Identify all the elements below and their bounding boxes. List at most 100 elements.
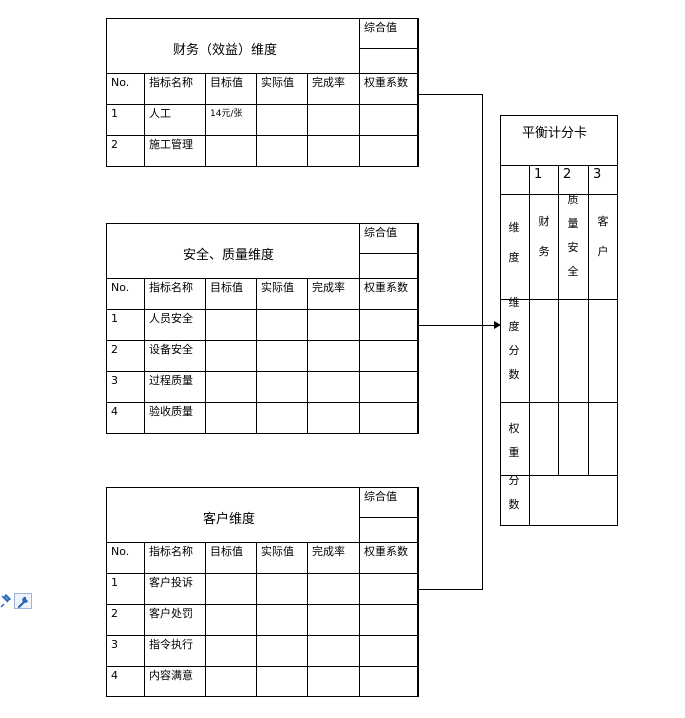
customer-row2-name: 客户处罚 [144,604,206,636]
scorecard-weight-label: 权 重 [508,422,520,459]
financial-title: 财务（效益）维度 [173,43,278,58]
safety-row1-actual [256,309,308,341]
pin-icon[interactable] [0,593,12,608]
safety-table: 安全、质量维度 综合值 No. 指标名称 目标值 实际值 完成率 权重系数 1 … [106,223,419,434]
financial-row2-weight [359,135,419,167]
customer-row4-rate [307,666,360,697]
customer-row1-actual [256,573,308,605]
safety-row2-target [205,340,257,372]
safety-row1-name: 人员安全 [144,309,206,341]
customer-composite-label: 综合值 [359,487,419,518]
customer-row2-weight [359,604,419,636]
customer-header-weight: 权重系数 [359,542,419,574]
financial-table: 财务（效益）维度 综合值 No. 指标名称 目标值 实际值 完成率 权重系数 1… [106,18,419,167]
scorecard-weight-score-label: 分 数 [508,474,520,511]
customer-header-target: 目标值 [205,542,257,574]
scorecard-col3-name: 客 户 [597,215,609,258]
scorecard-total-value [529,475,618,526]
customer-row3-rate [307,635,360,667]
financial-row2-rate [307,135,360,167]
scorecard-corner [500,165,530,195]
scorecard-col3-number: 3 [588,165,618,195]
customer-header-no: No. [106,542,145,574]
scorecard-table: 平衡计分卡 1 2 3 维 度 财 务 质 量 安 全 客 户 维 度 分 数 [500,115,618,526]
financial-row1-no: 1 [106,104,145,136]
safety-row4-actual [256,402,308,434]
customer-row3-weight [359,635,419,667]
scorecard-col2-name: 质 量 安 全 [567,193,579,278]
safety-header-no: No. [106,278,145,310]
financial-row1-weight [359,104,419,136]
financial-header-rate: 完成率 [307,73,360,105]
scorecard-col1-name: 财 务 [538,215,550,258]
scorecard-score-label: 维 度 分 数 [508,296,520,381]
safety-row1-rate [307,309,360,341]
customer-row2-rate [307,604,360,636]
safety-row3-weight [359,371,419,403]
customer-row4-actual [256,666,308,697]
scorecard-col2-score [558,299,589,403]
safety-row3-no: 3 [106,371,145,403]
safety-row3-target [205,371,257,403]
customer-row2-actual [256,604,308,636]
customer-header-actual: 实际值 [256,542,308,574]
safety-header-rate: 完成率 [307,278,360,310]
scorecard-title: 平衡计分卡 [522,126,588,141]
financial-header-name: 指标名称 [144,73,206,105]
customer-row4-no: 4 [106,666,145,697]
safety-title: 安全、质量维度 [183,248,275,263]
connector-vertical [482,94,483,590]
customer-row3-target [205,635,257,667]
customer-composite-value [359,517,419,543]
connector-customer [418,589,482,590]
financial-composite-label: 综合值 [359,18,419,49]
customer-title: 客户维度 [203,512,256,527]
financial-header-weight: 权重系数 [359,73,419,105]
wrench-icon[interactable] [14,593,32,609]
customer-row1-no: 1 [106,573,145,605]
financial-row2-no: 2 [106,135,145,167]
customer-row4-name: 内容满意 [144,666,206,697]
financial-row1-actual [256,104,308,136]
financial-header-no: No. [106,73,145,105]
customer-header-name: 指标名称 [144,542,206,574]
financial-header-target: 目标值 [205,73,257,105]
safety-header-weight: 权重系数 [359,278,419,310]
scorecard-col3-score [588,299,618,403]
scorecard-dimension-label: 维 度 [508,221,520,264]
safety-row2-no: 2 [106,340,145,372]
customer-row2-target [205,604,257,636]
safety-row3-rate [307,371,360,403]
scorecard-col3-weight [588,402,618,476]
customer-row1-target [205,573,257,605]
safety-row2-actual [256,340,308,372]
customer-row2-no: 2 [106,604,145,636]
financial-row2-actual [256,135,308,167]
customer-row1-rate [307,573,360,605]
safety-row1-no: 1 [106,309,145,341]
edit-toolbar[interactable] [0,593,32,609]
safety-row4-name: 验收质量 [144,402,206,434]
financial-header-actual: 实际值 [256,73,308,105]
customer-row3-no: 3 [106,635,145,667]
safety-row2-name: 设备安全 [144,340,206,372]
safety-header-name: 指标名称 [144,278,206,310]
financial-row1-name: 人工 [144,104,206,136]
customer-row1-weight [359,573,419,605]
financial-row2-name: 施工管理 [144,135,206,167]
safety-header-target: 目标值 [205,278,257,310]
customer-row4-weight [359,666,419,697]
connector-safety [418,325,494,326]
safety-row4-no: 4 [106,402,145,434]
safety-row2-rate [307,340,360,372]
safety-row3-name: 过程质量 [144,371,206,403]
arrow-head-icon [494,321,501,329]
scorecard-col2-weight [558,402,589,476]
safety-composite-label: 综合值 [359,223,419,254]
safety-row4-weight [359,402,419,434]
safety-row1-weight [359,309,419,341]
customer-row3-name: 指令执行 [144,635,206,667]
safety-composite-value [359,253,419,279]
scorecard-col1-number: 1 [529,165,559,195]
connector-financial [418,94,482,95]
